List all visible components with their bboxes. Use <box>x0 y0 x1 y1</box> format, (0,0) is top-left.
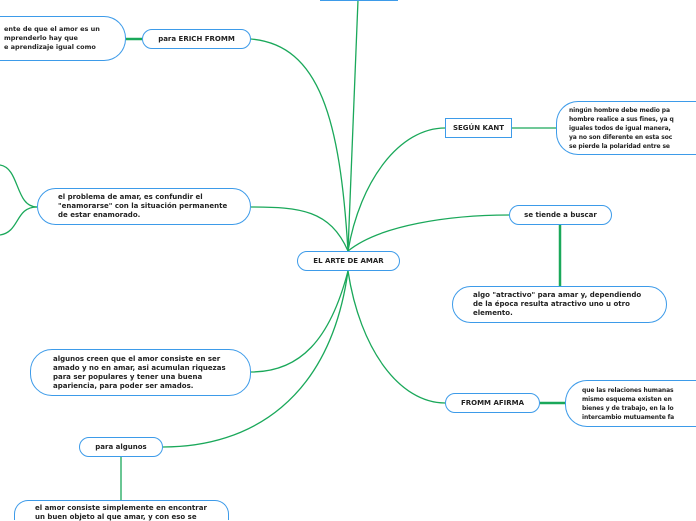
topic-para-algunos-detail[interactable]: el amor consiste simplemente en encontra… <box>14 500 229 521</box>
topic-erich-fromm-detail[interactable]: ente de que el amor es un mprenderlo hay… <box>0 16 126 61</box>
top-node[interactable] <box>320 0 398 1</box>
topic-para-algunos[interactable]: para algunos <box>79 437 163 457</box>
topic-fromm-afirma[interactable]: FROMM AFIRMA <box>445 393 540 413</box>
topic-fromm-afirma-detail[interactable]: que las relaciones humanas mismo esquema… <box>565 380 696 427</box>
topic-label: el amor consiste simplemente en encontra… <box>35 504 207 521</box>
topic-label: FROMM AFIRMA <box>460 399 525 407</box>
central-topic-label: EL ARTE DE AMAR <box>313 257 384 265</box>
topic-label: se tiende a buscar <box>524 211 597 219</box>
topic-problema-de-amar[interactable]: el problema de amar, es confundir el "en… <box>37 188 251 225</box>
topic-label: que las relaciones humanas mismo esquema… <box>582 386 675 421</box>
topic-label: ente de que el amor es un mprenderlo hay… <box>4 25 100 51</box>
topic-kant-detail[interactable]: ningún hombre debe medio pa hombre reali… <box>556 101 696 155</box>
topic-label: para ERICH FROMM <box>158 35 235 43</box>
central-topic[interactable]: EL ARTE DE AMAR <box>297 251 400 271</box>
topic-label: ningún hombre debe medio pa hombre reali… <box>569 106 674 150</box>
topic-label: algunos creen que el amor consiste en se… <box>53 354 226 390</box>
topic-label: el problema de amar, es confundir el "en… <box>58 193 228 219</box>
topic-segun-kant[interactable]: SEGÚN KANT <box>445 118 512 138</box>
topic-erich-fromm[interactable]: para ERICH FROMM <box>142 29 251 49</box>
topic-label: para algunos <box>95 443 147 451</box>
topic-label: SEGÚN KANT <box>452 124 505 132</box>
topic-algunos-creen[interactable]: algunos creen que el amor consiste en se… <box>30 349 251 396</box>
topic-algo-atractivo[interactable]: algo "atractivo" para amar y, dependiend… <box>452 286 667 323</box>
topic-se-tiende-a-buscar[interactable]: se tiende a buscar <box>509 205 612 225</box>
topic-label: algo "atractivo" para amar y, dependiend… <box>473 291 642 317</box>
